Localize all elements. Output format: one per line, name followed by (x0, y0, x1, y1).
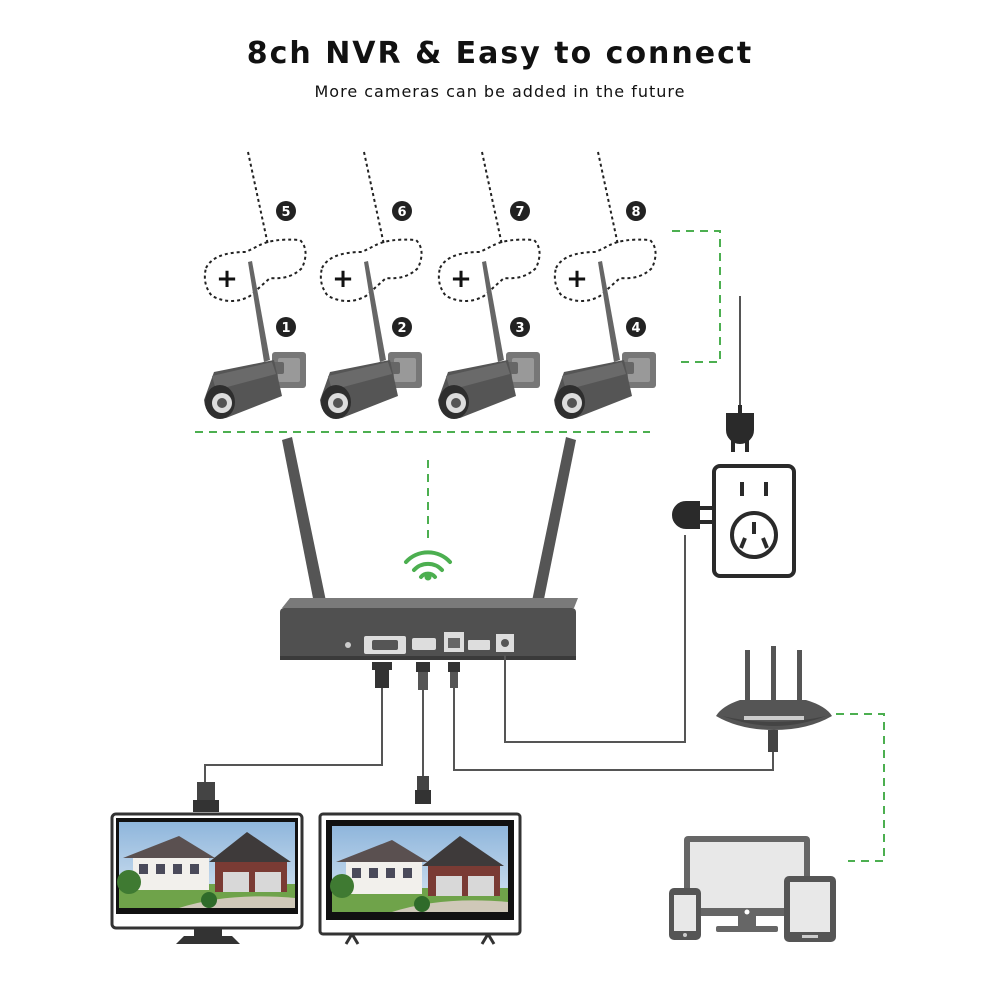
future-camera-slots: +5+6+7+8 (203, 151, 657, 302)
camera-number: 2 (397, 321, 406, 336)
slot-number: 8 (631, 205, 640, 220)
usb-port (468, 640, 490, 650)
power-cable (504, 535, 686, 743)
future-antenna (481, 151, 503, 246)
bullet-camera: 2 (320, 261, 422, 419)
hdmi-connector-icon (416, 662, 430, 690)
installed-cameras: 1 2 3 4 (204, 261, 656, 419)
diagram-subtitle: More cameras can be added in the future (314, 82, 686, 101)
camera-number: 4 (631, 321, 640, 336)
hdmi-monitor (318, 812, 522, 945)
slot-number: 6 (397, 205, 406, 220)
camera-number-badge (392, 317, 412, 337)
ethernet-connector-icon (448, 662, 460, 688)
slot-number: 5 (281, 205, 290, 220)
future-camera-slot: +5 (203, 151, 307, 302)
wifi-signal-icon (404, 550, 452, 581)
vga-plug-icon (193, 782, 219, 812)
future-camera-outline (203, 238, 307, 302)
future-camera-slot: +7 (437, 151, 541, 302)
future-camera-outline (437, 238, 541, 302)
vga-cable (204, 686, 383, 782)
future-antenna (597, 151, 619, 246)
camera-antenna (482, 261, 504, 362)
power-led (345, 642, 351, 648)
camera-number: 3 (515, 321, 524, 336)
add-camera-icon: + (450, 264, 472, 294)
future-antenna (247, 151, 269, 246)
future-camera-slot: +8 (553, 151, 657, 302)
wireless-link-lines (195, 230, 885, 862)
router (716, 646, 832, 752)
slot-number-badge (392, 201, 412, 221)
future-antenna (363, 151, 385, 246)
dc-power-port (496, 634, 514, 652)
camera-number-badge (276, 317, 296, 337)
camera-number-badge (510, 317, 530, 337)
camera-antenna (364, 261, 386, 362)
camera-antenna (248, 261, 270, 362)
bullet-camera: 3 (438, 261, 540, 419)
slot-number: 7 (515, 205, 524, 220)
bullet-camera: 4 (554, 261, 656, 419)
future-camera-slot: +6 (319, 151, 423, 302)
vga-port (364, 636, 406, 654)
add-camera-icon: + (216, 264, 238, 294)
ethernet-port (444, 632, 464, 652)
display-monitors (110, 812, 522, 945)
ethernet-cable (453, 688, 774, 771)
slot-number-badge (626, 201, 646, 221)
camera-antenna (598, 261, 620, 362)
future-camera-outline (553, 238, 657, 302)
hdmi-plug-icon (415, 776, 431, 804)
hdmi-port (412, 638, 436, 650)
adapter-plug-icon (672, 501, 712, 529)
vga-connector-icon (372, 662, 392, 688)
cable-lines (204, 296, 774, 782)
bullet-camera: 1 (204, 261, 306, 419)
add-camera-icon: + (566, 264, 588, 294)
diagram-title: 8ch NVR & Easy to connect (246, 36, 754, 71)
slot-number-badge (276, 201, 296, 221)
nvr-recorder (280, 598, 578, 660)
vga-monitor (110, 812, 304, 944)
wall-outlet (712, 464, 796, 578)
power-plug-icon (726, 405, 754, 452)
slot-number-badge (510, 201, 530, 221)
camera-number-badge (626, 317, 646, 337)
future-camera-outline (319, 238, 423, 302)
tablet-device (784, 876, 836, 942)
smartphone-device (669, 888, 701, 940)
camera-number: 1 (281, 321, 290, 336)
add-camera-icon: + (332, 264, 354, 294)
